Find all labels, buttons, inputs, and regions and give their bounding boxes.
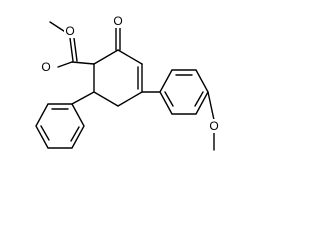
bond-aryl-o [207,91,215,121]
molecule-structure: O O O O [35,14,220,151]
label-bg [112,14,124,28]
ester-carbonyl-oxygen-label: O [41,60,50,74]
phenyl-ring [35,91,95,149]
ketone-oxygen-label: O [113,14,122,28]
bond-c2-c3 [117,49,143,65]
bond-c6-phenyl [71,91,95,105]
aryl-double-3 [164,91,174,107]
bond-c5-c6 [93,91,119,107]
label-bg [64,24,76,38]
bond-c1-ester [71,61,95,65]
phenyl-double-3 [70,126,80,142]
bond-ester-co-1 [69,37,74,62]
label-bg [208,119,220,133]
ketone-group: O [112,14,124,51]
bond-ester-o [57,61,73,68]
cyclohexenone-ring [93,49,143,107]
bond-c4-c5 [117,91,143,107]
bond-ester-co-2 [73,37,78,62]
label-bg [40,60,52,74]
aryl-double-2 [194,91,204,107]
phenyl-double-2 [40,125,50,141]
bond-c1-c2 [93,49,119,65]
aryl-hexagon [159,69,209,115]
ester-group: O O [40,21,95,74]
methoxyphenyl-ring: O [141,69,220,151]
phenyl-hexagon [35,103,85,149]
ester-ether-oxygen-label: O [65,24,74,38]
methoxy-oxygen-label: O [209,119,218,133]
